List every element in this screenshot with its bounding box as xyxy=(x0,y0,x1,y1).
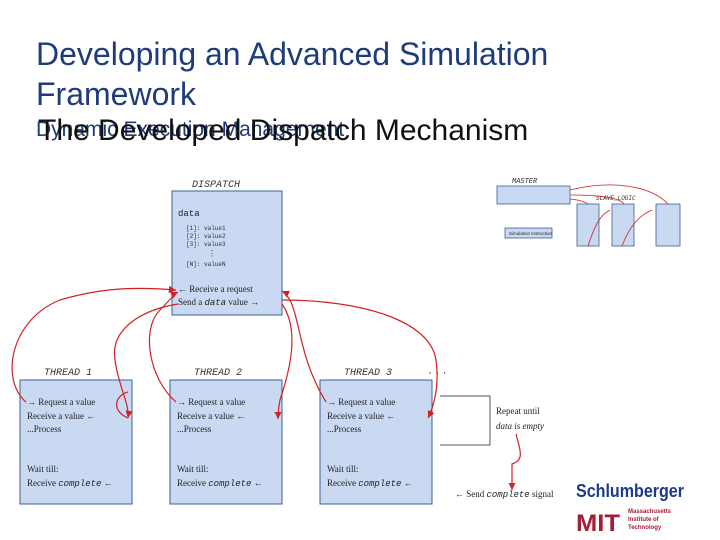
dispatch-value-n: [N]: valueN xyxy=(186,261,226,268)
dispatch-value-2: [2]: value2 xyxy=(186,233,226,240)
thread-2-process: ...Process xyxy=(177,424,212,434)
thread-box-3: THREAD 3 → Request a value Receive a val… xyxy=(319,368,433,505)
thread-1-request: → Request a value xyxy=(27,397,95,407)
repeat-bracket: Repeat until data is empty ← Send comple… xyxy=(440,395,554,500)
dispatch-ellipsis: ⋮ xyxy=(208,249,216,258)
thread-3-process: ...Process xyxy=(327,424,362,434)
thread-3-label: THREAD 3 xyxy=(344,368,392,379)
inset-master-label: MASTER xyxy=(512,178,538,186)
inset-sim-label: Simulation Instruction xyxy=(509,231,553,236)
dispatch-data-label: data xyxy=(178,209,200,219)
thread-2-request: → Request a value xyxy=(177,397,245,407)
thread-1-complete: Receive complete ← xyxy=(27,478,113,489)
send-complete-label: ← Send complete signal xyxy=(455,489,554,500)
thread-3-complete: Receive complete ← xyxy=(327,478,413,489)
thread-3-request: → Request a value xyxy=(327,397,395,407)
repeat-until-condition: data is empty xyxy=(496,421,544,431)
thread-3-receive: Receive a value ← xyxy=(327,411,395,421)
inset-slave-label: SLAVE_LOGIC xyxy=(596,195,636,202)
thread-3-wait: Wait till: xyxy=(327,464,359,474)
dispatch-value-3: [3]: value3 xyxy=(186,241,226,248)
thread-1-process: ...Process xyxy=(27,424,62,434)
thread-2-complete: Receive complete ← xyxy=(177,478,263,489)
thread-2-label: THREAD 2 xyxy=(194,368,242,379)
dispatch-receive-request: ← Receive a request xyxy=(178,284,253,294)
repeat-until-label: Repeat until xyxy=(496,406,540,416)
slide-heading: The Developed Dispatch Mechanism xyxy=(38,114,529,147)
inset-diagram: MASTER SLAVE_LOGIC Simulation Instructio… xyxy=(496,178,681,247)
thread-2-wait: Wait till: xyxy=(177,464,209,474)
slide-subtitle: Dynamic Execution Management xyxy=(36,118,345,141)
dispatch-send-value: Send a data value → xyxy=(178,297,259,308)
thread-box-2: THREAD 2 → Request a value Receive a val… xyxy=(169,368,283,505)
dispatch-label: DISPATCH xyxy=(192,180,240,191)
thread-1-label: THREAD 1 xyxy=(44,368,92,379)
mit-name-line-3: Technology xyxy=(628,525,662,531)
schlumberger-wordmark: Schlumberger xyxy=(576,481,684,501)
mit-name-line-1: Massachusetts xyxy=(628,509,672,515)
mit-logo: MIT Massachusetts Institute of Technolog… xyxy=(576,509,672,537)
mit-name-line-2: Institute of xyxy=(628,517,660,523)
dispatch-box: DISPATCH data [1]: value1 [2]: value2 [3… xyxy=(171,180,283,316)
thread-1-wait: Wait till: xyxy=(27,464,59,474)
dispatch-value-1: [1]: value1 xyxy=(186,225,226,232)
thread-1-receive: Receive a value ← xyxy=(27,411,95,421)
slide-title: Developing an Advanced Simulation Framew… xyxy=(36,36,549,112)
thread-box-1: THREAD 1 → Request a value Receive a val… xyxy=(19,368,133,505)
mit-mark: MIT xyxy=(576,510,620,537)
schlumberger-logo: Schlumberger xyxy=(576,481,684,501)
thread-2-receive: Receive a value ← xyxy=(177,411,245,421)
dispatch-arrows xyxy=(11,285,438,420)
